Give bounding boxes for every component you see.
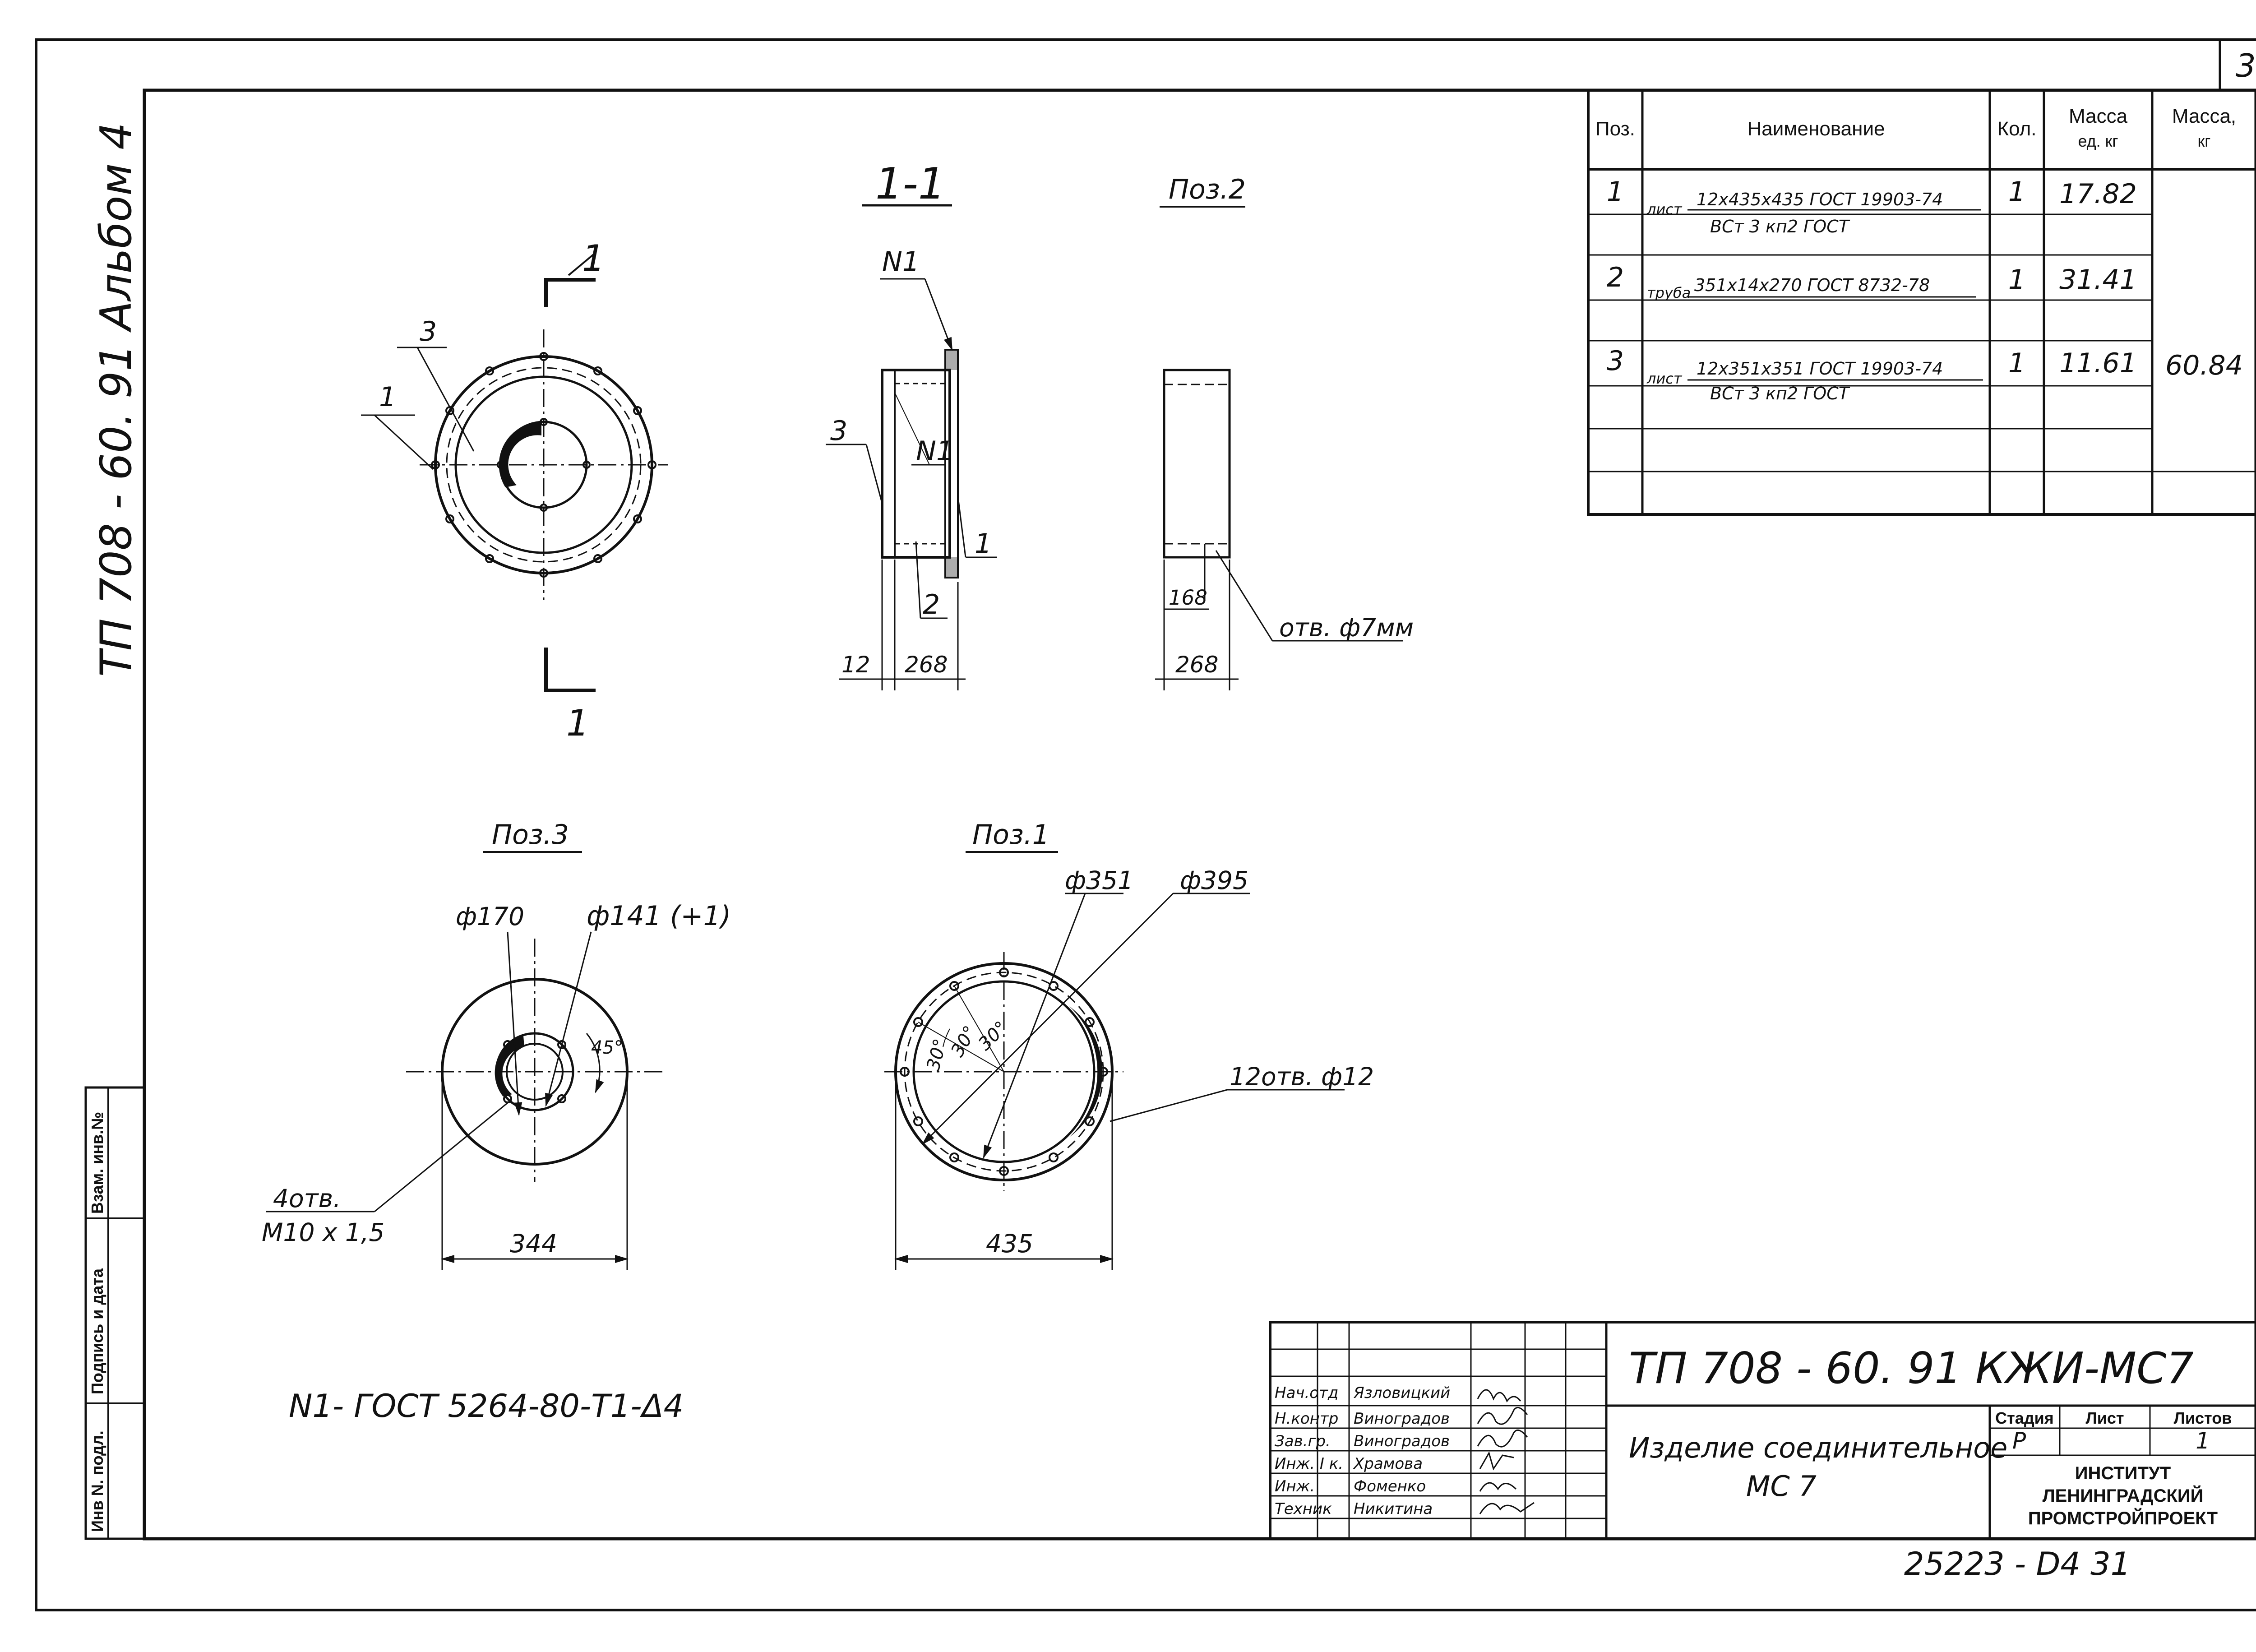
staff-name-3: Виноградов <box>1354 1432 1450 1450</box>
angle-30-a: 30° <box>923 1037 951 1073</box>
dim-344: 344 <box>510 1229 557 1258</box>
section-label: 1-1 <box>875 159 945 209</box>
vzam-label: Взам. инв.№ <box>88 1112 106 1214</box>
inv-no-label: Инв N. подл. <box>88 1430 106 1532</box>
row2-qty: 1 <box>2008 264 2025 296</box>
doc-code: ТП 708 - 60. 91 КЖИ-МС7 <box>1629 1344 2194 1393</box>
staff-role-4: Инж. I к. <box>1275 1455 1343 1473</box>
holes-12: 12отв. ф12 <box>1230 1062 1374 1091</box>
row2-mass: 31.41 <box>2059 264 2137 296</box>
dim-12: 12 <box>841 652 870 678</box>
row1-qty: 1 <box>2008 176 2025 208</box>
holes-4-a: 4отв. <box>273 1184 341 1213</box>
dim-268-section: 268 <box>905 652 948 678</box>
angle-45: 45° <box>591 1037 623 1058</box>
row2-pos: 2 <box>1607 262 1624 293</box>
org-line-1: ИНСТИТУТ <box>2075 1463 2171 1483</box>
cut-mark-bottom: 1 <box>566 702 589 744</box>
hole-7-label: отв. ф7мм <box>1279 613 1414 642</box>
section-callout-1: 1 <box>975 528 992 560</box>
row3-bottom: ВСт 3 кп2 ГОСТ <box>1710 384 1850 403</box>
staff-name-5: Фоменко <box>1354 1477 1426 1495</box>
dim-168: 168 <box>1169 586 1207 610</box>
phi-351: ф351 <box>1065 866 1133 895</box>
weld-callout-top: N1 <box>882 246 920 278</box>
item-name-1: Изделие соединительное <box>1629 1431 2007 1464</box>
inner-frame <box>143 88 2256 1541</box>
row3-pos: 3 <box>1607 345 1624 377</box>
staff-name-1: Язловицкий <box>1353 1384 1450 1402</box>
th-mass-1: Масса, <box>2172 105 2236 127</box>
org-line-3: ПРОМСТРОЙПРОЕКТ <box>2028 1508 2218 1528</box>
row1-mass: 17.82 <box>2059 178 2137 210</box>
th-qty: Кол. <box>1997 118 2036 140</box>
row3-prefix: лист <box>1646 370 1683 387</box>
th-name: Наименование <box>1747 118 1885 140</box>
holes-4-b: M10 x 1,5 <box>262 1218 384 1247</box>
title-block: ТП 708 - 60. 91 КЖИ-МС7 Нач.отд Язловицк… <box>1269 1321 2256 1540</box>
spec-table: Поз. Наименование Кол. Масса ед. кг Масс… <box>1587 89 2256 516</box>
pos1-view: Поз.1 30° 30° 30° ф351 ф395 12отв. ф <box>884 819 1374 1270</box>
weld-note: N1- ГОСТ 5264-80-Т1-Δ4 <box>289 1388 684 1425</box>
sheet-header: Лист <box>2085 1409 2124 1427</box>
section-callout-2: 2 <box>923 589 940 620</box>
th-unit-mass-2: ед. кг <box>2078 132 2118 150</box>
outer-border <box>35 38 2256 1611</box>
cut-mark-top: 1 <box>582 237 605 279</box>
plan-callout-3: 3 <box>420 316 437 347</box>
row1-bottom: ВСт 3 кп2 ГОСТ <box>1710 217 1850 236</box>
pos3-view: Поз.3 45° ф170 ф141 (+1) 4отв. M10 x 1,5… <box>262 819 731 1270</box>
sheets-header: Листов <box>2174 1409 2232 1427</box>
phi-170: ф170 <box>456 902 524 931</box>
row2-prefix: труба <box>1647 284 1691 301</box>
row3-top: 12x351x351 ГОСТ 19903-74 <box>1697 359 1943 379</box>
staff-role-3: Зав.гр. <box>1275 1432 1331 1450</box>
section-callout-3: 3 <box>830 415 847 447</box>
th-pos: Поз. <box>1595 118 1635 140</box>
weld-callout-mid: N1 <box>916 435 953 467</box>
signatures <box>1477 1389 1535 1514</box>
staff-name-6: Никитина <box>1354 1500 1433 1518</box>
angle-30-c: 30° <box>975 1017 1012 1055</box>
stage-value: Р <box>2012 1428 2026 1454</box>
row2-top: 351x14x270 ГОСТ 8732-78 <box>1694 275 1930 295</box>
staff-role-6: Техник <box>1275 1500 1332 1518</box>
phi-395: ф395 <box>1180 866 1248 895</box>
staff-role-5: Инж. <box>1275 1477 1315 1495</box>
sign-date-label: Подпись и дата <box>88 1268 106 1394</box>
pos1-label: Поз.1 <box>972 819 1049 851</box>
dim-268-pos2: 268 <box>1175 652 1218 678</box>
pos2-label: Поз.2 <box>1169 174 1246 205</box>
row3-mass: 11.61 <box>2059 347 2137 379</box>
sheets-value: 1 <box>2196 1428 2210 1454</box>
row1-top: 12x435x435 ГОСТ 19903-74 <box>1697 190 1943 209</box>
row3-qty: 1 <box>2008 347 2025 379</box>
stage-header: Стадия <box>1995 1409 2054 1427</box>
row1-prefix: лист <box>1646 201 1683 218</box>
total-mass: 60.84 <box>2165 350 2243 381</box>
th-mass-2: кг <box>2198 132 2211 150</box>
pos2-view: Поз.2 168 отв. ф7мм 268 <box>1155 174 1414 690</box>
item-name-2: МС 7 <box>1746 1470 1817 1503</box>
row1-pos: 1 <box>1607 176 1624 208</box>
section-view: 1-1 N1 N1 3 1 2 12 268 <box>826 159 997 690</box>
phi-141: ф141 (+1) <box>587 900 731 932</box>
plan-callout-1: 1 <box>379 381 396 413</box>
staff-role-1: Нач.отд <box>1275 1384 1338 1402</box>
bottom-code: 25223 - D4 31 <box>1904 1546 2131 1583</box>
pos3-label: Поз.3 <box>492 819 569 851</box>
org-line-2: ЛЕНИНГРАДСКИЙ <box>2043 1485 2204 1506</box>
dim-435: 435 <box>986 1229 1033 1258</box>
left-stamp-boxes: Инв N. подл. Подпись и дата Взам. инв.№ <box>84 1086 146 1540</box>
staff-name-4: Храмова <box>1353 1455 1423 1473</box>
plan-view: 1 1 3 1 <box>361 237 668 744</box>
sheet-number: 30 <box>2236 47 2256 84</box>
staff-name-2: Виноградов <box>1354 1410 1450 1428</box>
staff-role-2: Н.контр <box>1275 1410 1338 1428</box>
side-stamp: ТП 708 - 60. 91 Альбом 4 <box>92 122 141 677</box>
th-unit-mass-1: Масса <box>2069 105 2128 127</box>
